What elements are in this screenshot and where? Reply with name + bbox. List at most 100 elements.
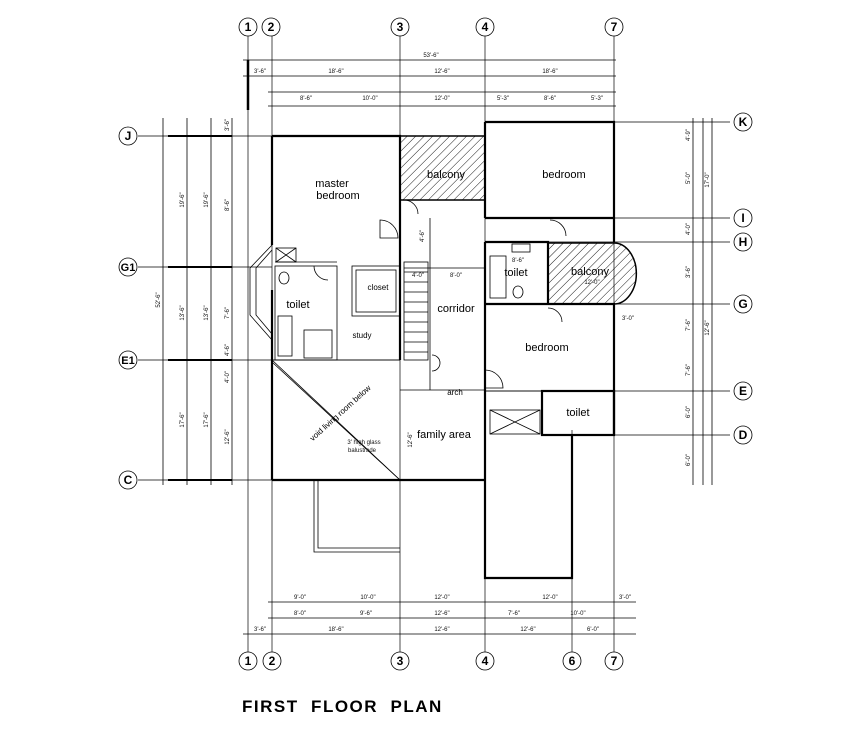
- grid-bubble-7-top: 7: [611, 20, 618, 34]
- dim-top: 12'-0": [434, 96, 449, 102]
- dim-right: 7'-6": [686, 364, 692, 376]
- grid-bubble-4-bottom: 4: [482, 654, 489, 668]
- void-label: void living room below: [308, 383, 373, 442]
- dim-right: 3'-6": [686, 266, 692, 278]
- dim-interior: 8'-6": [512, 258, 524, 264]
- interior-dimensions: 4'-6" 4'-0" 8'-0" 8'-6" 12'-0" 3'-0" 12'…: [408, 230, 634, 448]
- room-labels: master bedroom balcony bedroom toilet ba…: [286, 169, 609, 454]
- plan-title: FIRST FLOOR PLAN: [242, 697, 443, 716]
- dim-bottom: 12'-6": [520, 627, 535, 633]
- room-label-study: study: [352, 331, 371, 340]
- dim-bottom: 12'-0": [542, 595, 557, 601]
- dim-bottom: 6'-0": [587, 627, 599, 633]
- dim-bottom: 18'-6": [328, 627, 343, 633]
- right-dimensions: 4'-9" 5'-0" 4'-0" 3'-6" 7'-6" 7'-6" 6'-0…: [686, 118, 713, 485]
- grid-bubble-4-top: 4: [482, 20, 489, 34]
- room-label-bedroom-2: bedroom: [525, 342, 568, 354]
- dim-left: 4'-6": [225, 344, 231, 356]
- dim-left: 12'-6": [225, 429, 231, 444]
- grid-bubble-I: I: [741, 211, 744, 225]
- room-label-master-bedroom: master: [315, 178, 349, 190]
- grid-bubble-G: G: [738, 297, 747, 311]
- dim-bottom: 3'-6": [254, 627, 266, 633]
- left-dimensions: 52'-6" 19'-6" 13'-6" 17'-6" 19'-6" 13'-6…: [156, 118, 233, 485]
- dim-bottom: 12'-0": [434, 595, 449, 601]
- bottom-dimensions: 9'-0" 10'-0" 12'-0" 12'-0" 3'-0" 8'-0" 9…: [243, 595, 636, 635]
- dim-right: 17'-0": [705, 172, 711, 187]
- glass-balustrade-note-2: balustrade: [348, 448, 377, 454]
- dim-top-overall: 53'-6": [423, 53, 438, 59]
- grid-bubble-G1: G1: [121, 262, 136, 274]
- dim-right: 4'-9": [686, 129, 692, 141]
- grid-bubbles-top: 1 2 3 4 7: [238, 17, 624, 37]
- grid-bubbles-left: J G1 E1 C: [118, 126, 138, 490]
- dim-interior: 12'-6": [408, 432, 414, 447]
- dim-top: 18'-6": [542, 69, 557, 75]
- grid-bubble-1-top: 1: [245, 20, 252, 34]
- grid-bubbles-bottom: 1 2 3 4 6 7: [238, 651, 624, 671]
- grid-bubble-E: E: [739, 384, 747, 398]
- grid-bubble-J: J: [125, 129, 132, 143]
- dim-left: 17'-6": [204, 412, 210, 427]
- dim-left: 8'-6": [225, 199, 231, 211]
- room-label-balcony-2: balcony: [571, 266, 609, 278]
- grid-bubble-3-bottom: 3: [397, 654, 404, 668]
- dim-interior: 4'-0": [412, 273, 424, 279]
- grid-bubble-7-bottom: 7: [611, 654, 618, 668]
- dim-bottom: 12'-6": [434, 611, 449, 617]
- dim-top: 12'-6": [434, 69, 449, 75]
- dim-top: 3'-6": [254, 69, 266, 75]
- dim-left: 4'-0": [225, 371, 231, 383]
- glass-balustrade-note: 3' high glass: [347, 440, 380, 446]
- dim-interior: 3'-0": [622, 316, 634, 322]
- dim-interior: 4'-6": [420, 230, 426, 242]
- top-dimensions: 53'-6" 3'-6" 18'-6" 12'-6" 18'-6" 8'-6" …: [243, 53, 616, 110]
- dim-bottom: 3'-0": [619, 595, 631, 601]
- grid-bubble-6-bottom: 6: [569, 654, 576, 668]
- dim-left: 7'-6": [225, 307, 231, 319]
- dim-right: 7'-6": [686, 319, 692, 331]
- grid-bubble-3-top: 3: [397, 20, 404, 34]
- dim-left: 19'-6": [180, 192, 186, 207]
- dim-bottom: 10'-0": [570, 611, 585, 617]
- dim-top: 8'-6": [300, 96, 312, 102]
- dim-bottom: 9'-6": [360, 611, 372, 617]
- dim-top: 5'-3": [591, 96, 603, 102]
- grid-bubble-1-bottom: 1: [245, 654, 252, 668]
- dim-interior: 12'-0": [584, 280, 599, 286]
- grid-bubble-C: C: [124, 473, 133, 487]
- room-label-arch: arch: [447, 388, 463, 397]
- dim-left: 13'-6": [180, 305, 186, 320]
- room-label-toilet-2: toilet: [504, 267, 527, 279]
- dim-top: 8'-6": [544, 96, 556, 102]
- dim-bottom: 8'-0": [294, 611, 306, 617]
- room-label-master-bedroom-2: bedroom: [316, 190, 359, 202]
- dim-right: 6'-0": [686, 454, 692, 466]
- dim-left: 19'-6": [204, 192, 210, 207]
- dim-left: 17'-6": [180, 412, 186, 427]
- room-label-closet: closet: [368, 283, 390, 292]
- room-label-toilet-1: toilet: [286, 299, 309, 311]
- dim-left: 13'-6": [204, 305, 210, 320]
- dim-top: 18'-6": [328, 69, 343, 75]
- room-label-family-area: family area: [417, 429, 472, 441]
- grid-bubbles-right: K I H G E D: [733, 112, 753, 445]
- dim-bottom: 7'-6": [508, 611, 520, 617]
- stairs: [403, 261, 429, 361]
- room-label-bedroom-1: bedroom: [542, 169, 585, 181]
- grid-bubble-2-top: 2: [268, 20, 275, 34]
- dim-right: 12'-6": [705, 320, 711, 335]
- room-label-corridor: corridor: [437, 303, 475, 315]
- room-label-toilet-3: toilet: [566, 407, 589, 419]
- dim-right: 5'-0": [686, 172, 692, 184]
- grid-bubble-K: K: [739, 115, 748, 129]
- grid-bubble-E1: E1: [121, 355, 134, 367]
- dim-top: 10'-0": [362, 96, 377, 102]
- dim-right: 4'-0": [686, 223, 692, 235]
- dim-bottom: 10'-0": [360, 595, 375, 601]
- grid-bubble-D: D: [739, 428, 748, 442]
- dim-bottom: 12'-6": [434, 627, 449, 633]
- room-label-balcony-1: balcony: [427, 169, 465, 181]
- dim-left-overall: 52'-6": [156, 292, 162, 307]
